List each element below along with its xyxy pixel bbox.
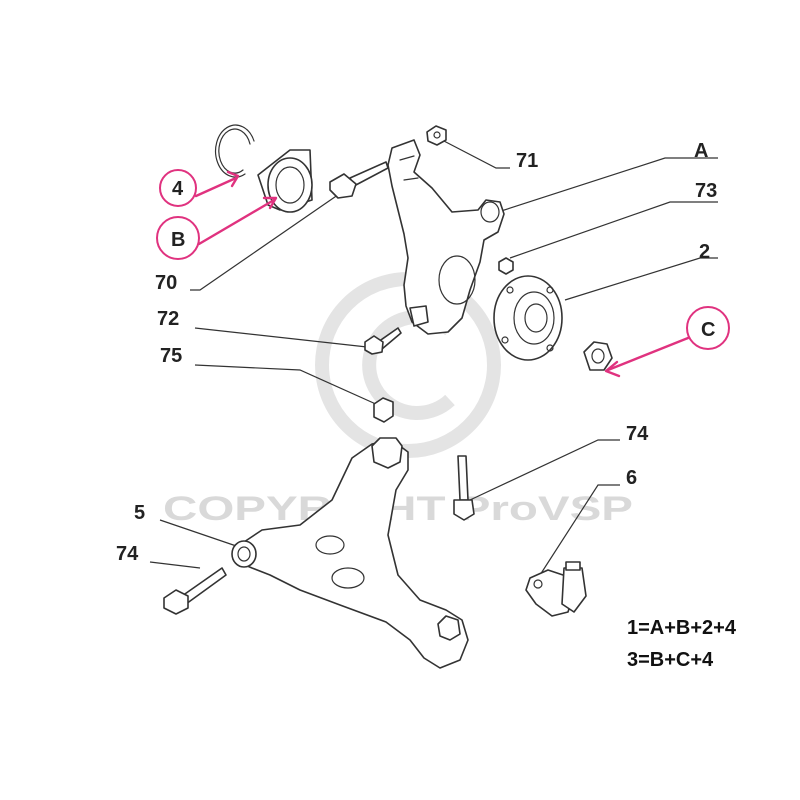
knuckle-lower-boss xyxy=(409,305,429,327)
steering-knuckle xyxy=(387,139,505,335)
leader-2 xyxy=(564,257,718,301)
bushing-5 xyxy=(231,540,257,568)
control-arm-body xyxy=(234,439,469,669)
ball-joint-stud xyxy=(565,561,581,571)
snap-ring-inner xyxy=(218,128,251,174)
arrow-4 xyxy=(194,176,238,198)
bolt-70-head xyxy=(329,173,357,199)
bearing-face xyxy=(267,157,313,213)
leader-lines xyxy=(149,139,718,576)
control-arm-hole-1 xyxy=(315,535,345,555)
hub-flange xyxy=(493,275,563,361)
leader-75 xyxy=(194,364,379,406)
label-71: 71 xyxy=(516,150,538,172)
knuckle-bore xyxy=(438,255,476,305)
bolt-72 xyxy=(364,327,402,355)
label-70: 70 xyxy=(155,272,177,294)
bolt-74-upper xyxy=(453,455,475,521)
bolt-74-lower-head xyxy=(163,589,189,615)
nut-75-body xyxy=(373,397,394,423)
leader-A xyxy=(497,157,718,213)
control-arm-hole-2 xyxy=(331,567,365,589)
label-5: 5 xyxy=(134,502,145,524)
control-arm-rear-bushing xyxy=(371,437,403,469)
arrow-C xyxy=(606,336,690,372)
nut-71-body xyxy=(426,125,447,146)
highlights xyxy=(156,169,730,378)
label-A: A xyxy=(694,140,708,162)
ball-joint-body xyxy=(561,567,587,613)
nut-73 xyxy=(498,257,514,275)
leader-70 xyxy=(190,189,346,291)
leader-5 xyxy=(159,519,249,551)
label-B: B xyxy=(171,229,185,251)
knuckle-tie-rod-eye xyxy=(480,201,500,223)
hub-inner-ring xyxy=(513,291,555,345)
nut-75 xyxy=(373,397,394,423)
label-2: 2 xyxy=(699,241,710,263)
legend: 1=A+B+2+4 3=B+C+4 xyxy=(627,617,737,671)
hub-nut xyxy=(583,341,613,371)
legend-formula-1: 1=A+B+2+4 xyxy=(627,617,737,639)
bolt-70 xyxy=(329,161,389,199)
snap-ring xyxy=(214,124,255,178)
leader-74-upper xyxy=(469,439,620,501)
legend-formula-3: 3=B+C+4 xyxy=(627,649,714,671)
label-4: 4 xyxy=(172,178,184,200)
nut-73-body xyxy=(498,257,514,275)
hub-center xyxy=(524,303,548,333)
callout-circle-B xyxy=(156,216,200,260)
label-73: 73 xyxy=(695,180,717,202)
callout-labels: 71 A 73 2 4 B 70 72 75 C 74 6 5 74 xyxy=(116,140,717,565)
bearing-bore xyxy=(275,166,305,204)
label-74-upper: 74 xyxy=(626,423,649,445)
control-arm-ball-joint-stud xyxy=(437,615,461,641)
watermark-text: COPYRIGHT ProVSP xyxy=(163,490,633,528)
leader-74-lower xyxy=(149,561,201,569)
bolt-74-upper-shank xyxy=(457,455,469,501)
wheel-hub xyxy=(493,275,563,361)
hub-nut-body xyxy=(583,341,613,371)
leader-71 xyxy=(441,139,510,169)
leader-73 xyxy=(509,201,718,259)
label-72: 72 xyxy=(157,308,179,330)
lower-control-arm xyxy=(231,437,469,669)
bolt-72-head xyxy=(364,335,384,355)
label-75: 75 xyxy=(160,345,182,367)
arrow-B xyxy=(197,198,276,246)
label-74-lower: 74 xyxy=(116,543,139,565)
callout-circle-C xyxy=(686,306,730,350)
bolt-74-upper-head xyxy=(453,499,475,521)
snap-ring-outer xyxy=(214,124,255,178)
bolt-74-lower xyxy=(163,567,227,615)
label-C: C xyxy=(701,319,715,341)
leader-72 xyxy=(194,327,368,348)
bolt-70-shank xyxy=(349,161,389,187)
wheel-bearing xyxy=(257,149,313,213)
label-6: 6 xyxy=(626,467,637,489)
leader-6 xyxy=(539,484,620,576)
ball-joint xyxy=(525,561,587,617)
callout-circle-4 xyxy=(159,169,197,207)
knuckle-body xyxy=(387,139,505,335)
nut-71 xyxy=(426,125,447,146)
